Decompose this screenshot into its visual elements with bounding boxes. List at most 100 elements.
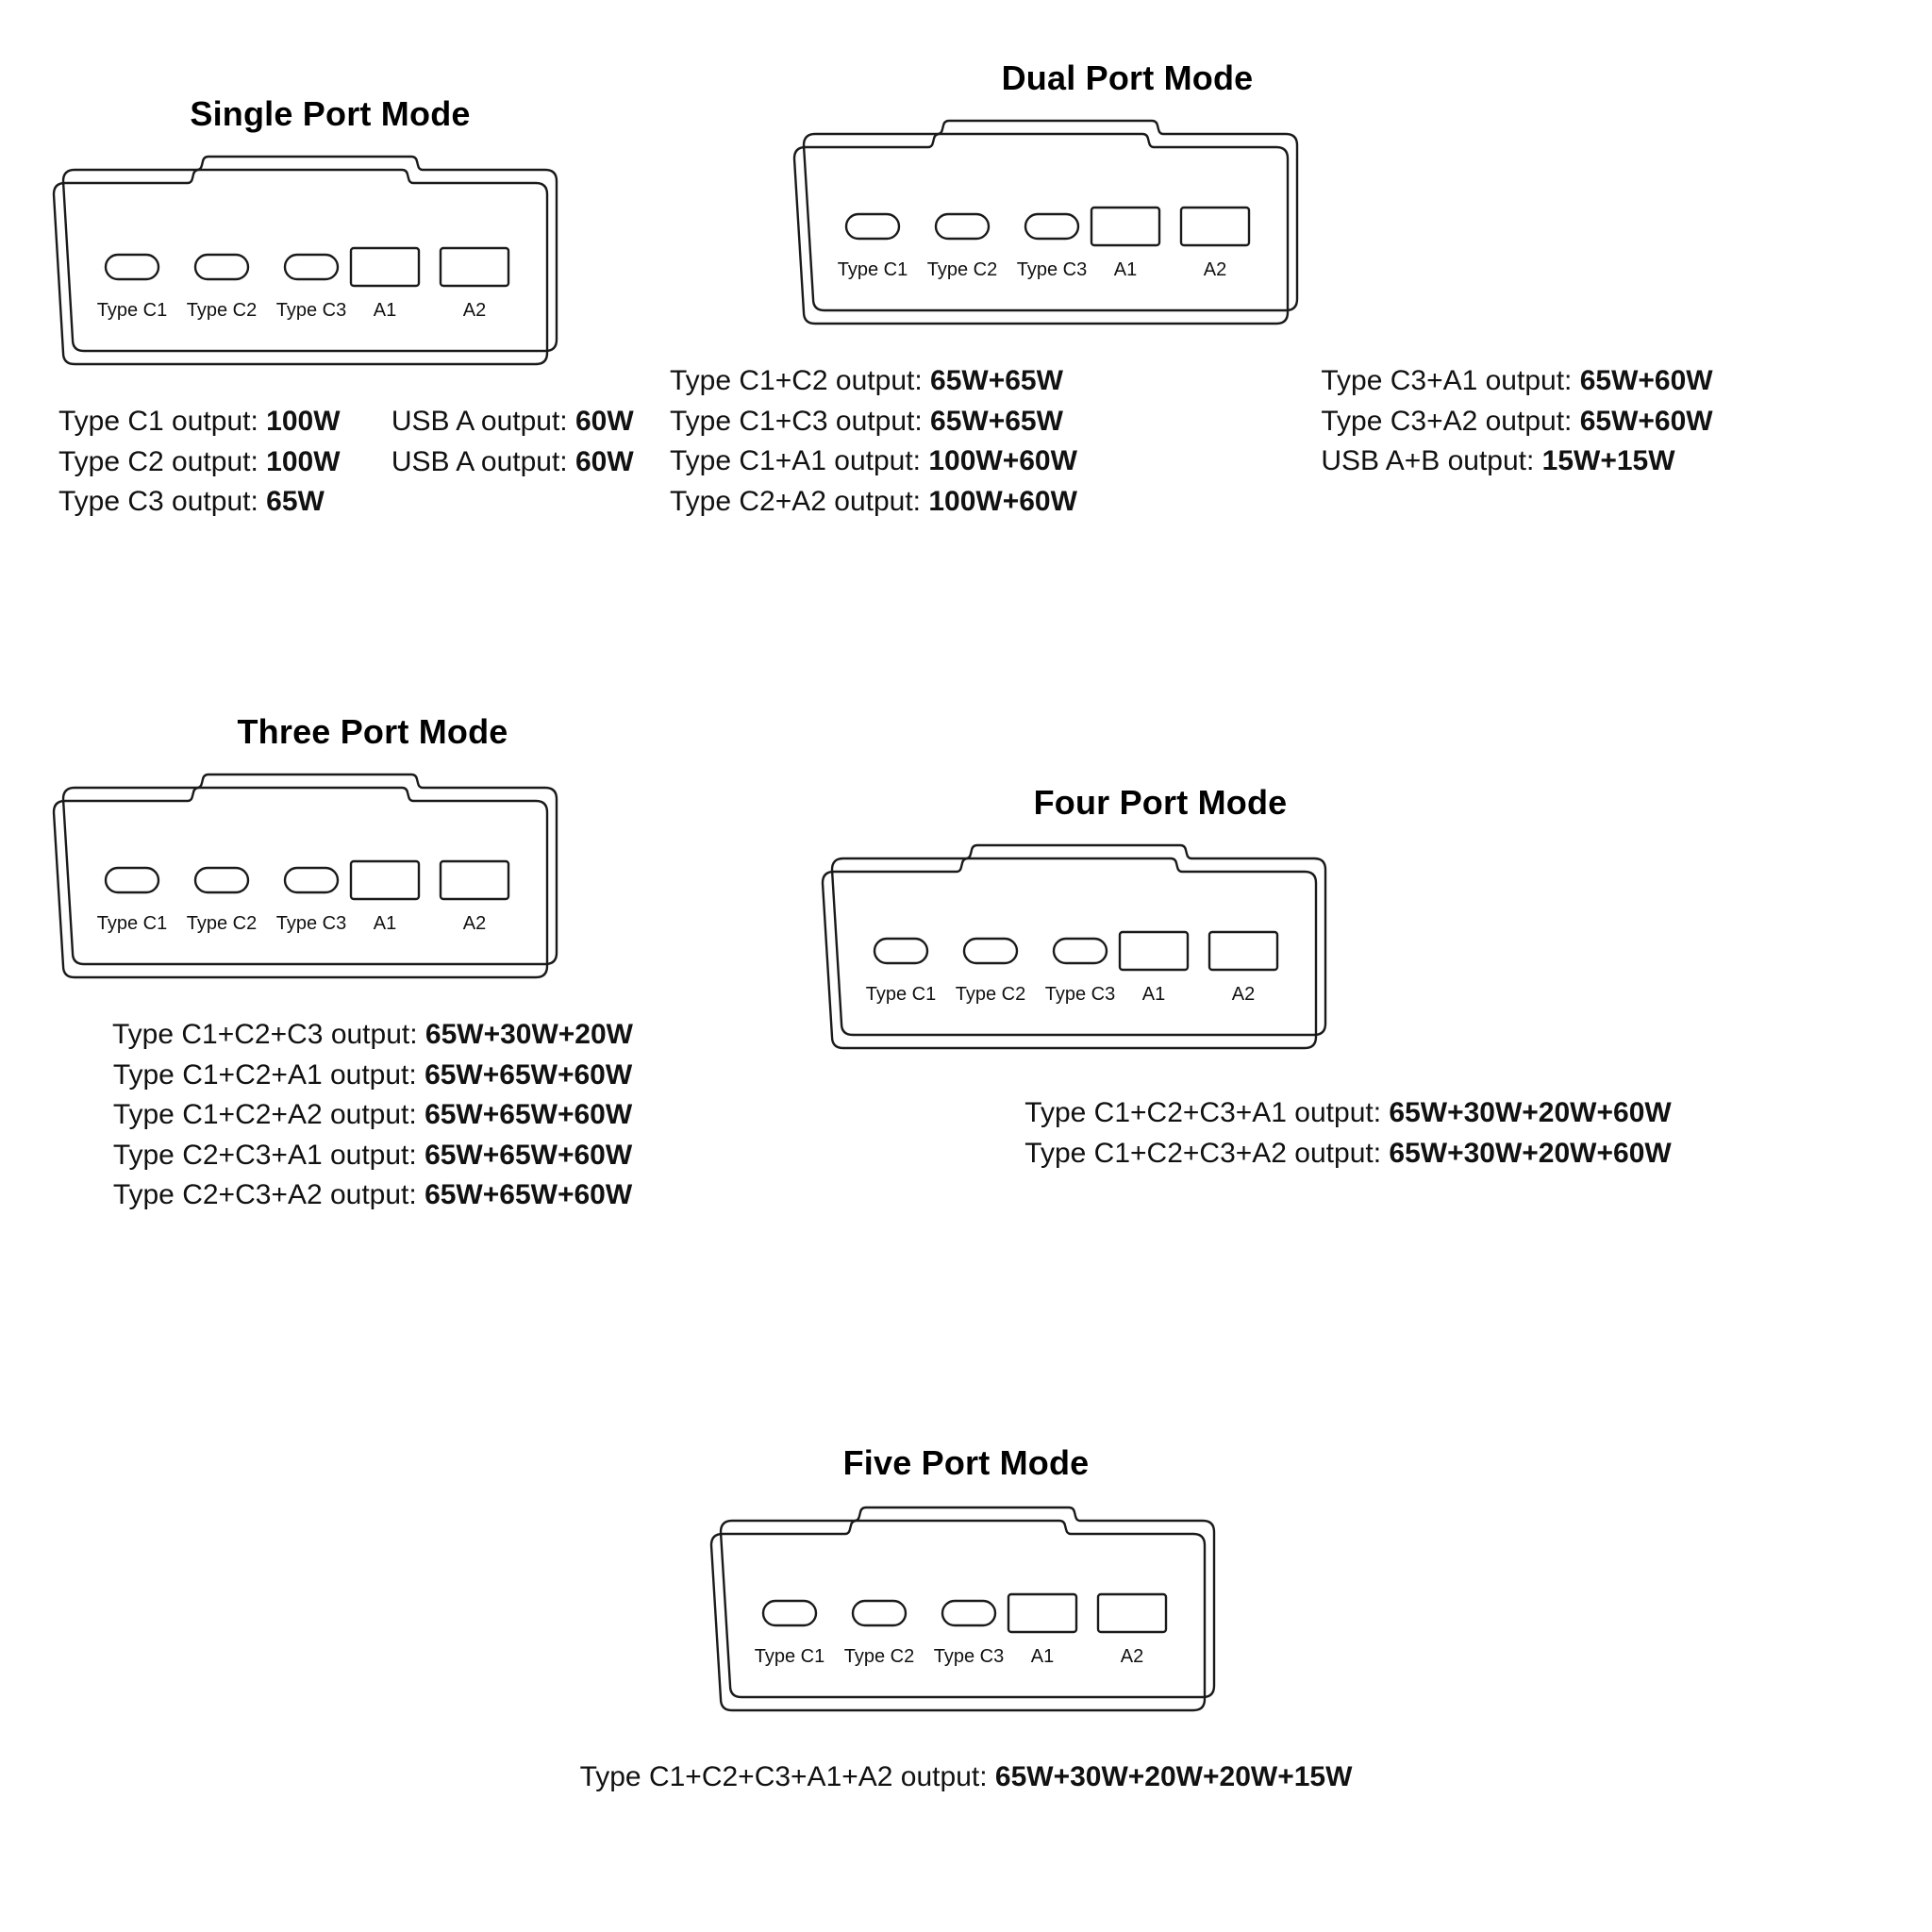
spec-line: Type C1+C2+A2 output: 65W+65W+60W xyxy=(112,1099,633,1131)
port-type-c2 xyxy=(193,866,250,894)
port-label-type-c1: Type C1 xyxy=(866,984,936,1005)
port-a1 xyxy=(1090,206,1161,247)
port-a1 xyxy=(1118,930,1190,972)
device-svg: Type C1 Type C2 Type C3 A1 A2 xyxy=(52,773,558,979)
section-dual-port-mode: Dual Port Mode Type C1 Type C2 Type C3 A… xyxy=(660,58,1932,522)
dual-port-mode-title: Dual Port Mode xyxy=(1001,58,1254,97)
port-a2 xyxy=(439,859,510,901)
spec-line: Type C1+C2+C3+A1+A2 output: 65W+30W+20W+… xyxy=(579,1761,1353,1792)
five-port-mode-title: Five Port Mode xyxy=(842,1443,1090,1482)
spec-line: Type C1+C2+A1 output: 65W+65W+60W xyxy=(112,1058,633,1091)
port-type-c2 xyxy=(193,253,250,281)
section-five-port-mode: Five Port Mode Type C1 Type C2 Type C3 A… xyxy=(0,1443,1932,1798)
specs-col-right: Type C3+A1 output: 65W+60W Type C3+A2 ou… xyxy=(1321,361,1932,522)
spec-line: Type C1+C2 output: 65W+65W xyxy=(670,365,1063,396)
port-a2 xyxy=(439,246,510,288)
port-type-c3 xyxy=(1052,937,1108,965)
port-type-c2 xyxy=(851,1599,908,1627)
device-front-panel xyxy=(52,168,549,366)
port-label-a2: A2 xyxy=(1121,1646,1143,1667)
device-illustration-single: Type C1 Type C2 Type C3 A1 A2 xyxy=(52,155,660,368)
spec-line: Type C3 output: 65W xyxy=(58,486,325,518)
port-a1 xyxy=(349,246,421,288)
port-label-a1: A1 xyxy=(374,913,396,934)
port-label-type-c1: Type C1 xyxy=(97,913,167,934)
spec-line: Type C3+A2 output: 65W+60W xyxy=(1321,405,1713,437)
port-label-a2: A2 xyxy=(1232,984,1255,1005)
specs-col-right: USB A output: 60W USB A output: 60W xyxy=(391,402,660,523)
section-three-port-mode: Three Port Mode Type C1 Type C2 Type C3 … xyxy=(0,712,745,1216)
spec-line: USB A output: 60W xyxy=(391,406,634,437)
specs-five-port-mode: Type C1+C2+C3+A1+A2 output: 65W+30W+20W+… xyxy=(0,1757,1932,1798)
port-type-c1 xyxy=(761,1599,818,1627)
device-illustration-five: Type C1 Type C2 Type C3 A1 A2 xyxy=(709,1506,1932,1714)
port-label-type-c3: Type C3 xyxy=(276,913,346,934)
device-front-panel xyxy=(709,1519,1207,1712)
specs-col-left: Type C1+C2 output: 65W+65W Type C1+C3 ou… xyxy=(670,361,1296,522)
spec-line: USB A output: 60W xyxy=(391,445,634,477)
spec-line: Type C2+C3+A1 output: 65W+65W+60W xyxy=(112,1139,633,1171)
device-front-panel xyxy=(792,132,1290,325)
port-label-type-c3: Type C3 xyxy=(276,300,346,321)
port-a2 xyxy=(1096,1592,1168,1634)
specs-col-left: Type C1 output: 100W Type C2 output: 100… xyxy=(58,402,367,523)
specs-four-port-mode: Type C1+C2+C3+A1 output: 65W+30W+20W+60W… xyxy=(764,1093,1932,1174)
port-label-type-c2: Type C2 xyxy=(844,1646,914,1667)
spec-line: Type C2+A2 output: 100W+60W xyxy=(670,485,1077,517)
device-illustration-four: Type C1 Type C2 Type C3 A1 A2 xyxy=(821,843,1932,1052)
port-label-type-c2: Type C2 xyxy=(187,300,257,321)
three-port-mode-title: Three Port Mode xyxy=(237,712,508,751)
port-label-type-c1: Type C1 xyxy=(97,300,167,321)
spec-line: Type C1+C2+C3+A2 output: 65W+30W+20W+60W xyxy=(1024,1137,1672,1169)
port-type-c2 xyxy=(934,212,991,241)
port-label-a2: A2 xyxy=(1204,259,1226,280)
port-a2 xyxy=(1179,206,1251,247)
port-label-type-c2: Type C2 xyxy=(187,913,257,934)
single-port-mode-title: Single Port Mode xyxy=(190,94,471,133)
spec-line: Type C1+C3 output: 65W+65W xyxy=(670,405,1063,437)
device-illustration-three: Type C1 Type C2 Type C3 A1 A2 xyxy=(52,773,745,981)
port-a1 xyxy=(349,859,421,901)
device-svg: Type C1 Type C2 Type C3 A1 A2 xyxy=(52,155,558,366)
spec-line: Type C2+C3+A2 output: 65W+65W+60W xyxy=(112,1179,633,1211)
port-type-c1 xyxy=(873,937,929,965)
port-label-type-c2: Type C2 xyxy=(927,259,997,280)
port-label-type-c2: Type C2 xyxy=(956,984,1025,1005)
port-type-c3 xyxy=(283,253,340,281)
device-illustration-dual: Type C1 Type C2 Type C3 A1 A2 xyxy=(792,119,1932,327)
device-svg: Type C1 Type C2 Type C3 A1 A2 xyxy=(709,1506,1216,1712)
spec-line: Type C1+A1 output: 100W+60W xyxy=(670,445,1077,477)
spec-line: Type C2 output: 100W xyxy=(58,445,341,477)
spec-line: Type C1+C2+C3+A1 output: 65W+30W+20W+60W xyxy=(1024,1097,1672,1128)
port-label-type-c3: Type C3 xyxy=(934,1646,1004,1667)
spec-line: USB A+B output: 15W+15W xyxy=(1321,445,1675,477)
spec-line: Type C1 output: 100W xyxy=(58,406,341,437)
port-label-a1: A1 xyxy=(1114,259,1137,280)
spec-line: Type C3+A1 output: 65W+60W xyxy=(1321,365,1713,396)
device-svg: Type C1 Type C2 Type C3 A1 A2 xyxy=(821,843,1327,1050)
four-port-mode-title: Four Port Mode xyxy=(1033,783,1288,822)
port-type-c1 xyxy=(104,866,160,894)
section-single-port-mode: Single Port Mode Type C1 Type C2 Type C3… xyxy=(0,94,660,523)
port-a2 xyxy=(1208,930,1279,972)
port-label-type-c3: Type C3 xyxy=(1045,984,1115,1005)
port-label-a1: A1 xyxy=(374,300,396,321)
specs-single-port-mode: Type C1 output: 100W Type C2 output: 100… xyxy=(58,402,660,523)
port-label-type-c3: Type C3 xyxy=(1017,259,1087,280)
section-four-port-mode: Four Port Mode Type C1 Type C2 Type C3 A… xyxy=(764,783,1932,1174)
port-type-c3 xyxy=(1024,212,1080,241)
port-a1 xyxy=(1007,1592,1078,1634)
device-front-panel xyxy=(52,786,549,979)
port-type-c1 xyxy=(844,212,901,241)
port-label-type-c1: Type C1 xyxy=(838,259,908,280)
device-front-panel xyxy=(821,857,1318,1050)
port-type-c3 xyxy=(941,1599,997,1627)
port-type-c1 xyxy=(104,253,160,281)
port-type-c2 xyxy=(962,937,1019,965)
port-label-a2: A2 xyxy=(463,300,486,321)
port-type-c3 xyxy=(283,866,340,894)
port-label-a2: A2 xyxy=(463,913,486,934)
specs-three-port-mode: Type C1+C2+C3 output: 65W+30W+20W Type C… xyxy=(0,1015,745,1216)
port-label-type-c1: Type C1 xyxy=(755,1646,824,1667)
specs-dual-port-mode: Type C1+C2 output: 65W+65W Type C1+C3 ou… xyxy=(670,361,1932,522)
